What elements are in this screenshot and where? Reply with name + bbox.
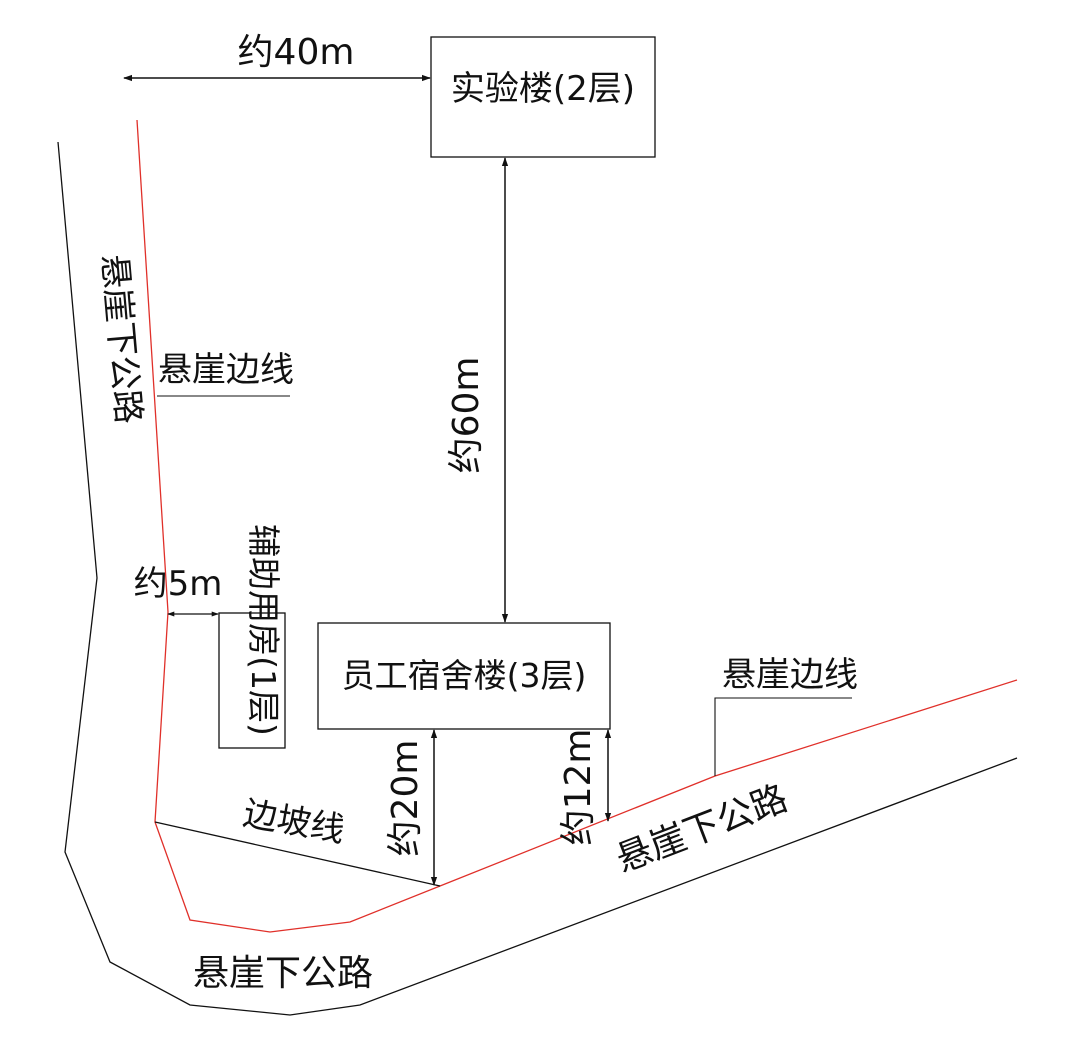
dist-aux-to-cliff-label: 约5m (134, 564, 223, 604)
aux-building-label: 辅助用房(1层) (244, 524, 283, 736)
road-left-label: 悬崖下公路 (94, 253, 149, 426)
dist-lab-to-cliff-label: 约40m (238, 32, 355, 73)
road-right-label: 悬崖下公路 (611, 778, 794, 881)
road-boundary-line (57, 141, 1018, 1016)
dorm-building (317, 622, 611, 730)
lab-building (430, 36, 656, 158)
lab-building-label: 实验楼(2层) (451, 69, 635, 109)
cliff-edge-right-leader (714, 697, 852, 776)
cliff-edge-line (136, 119, 1018, 933)
aux-building (218, 612, 286, 749)
dist-dorm-to-cliff-label: 约12m (558, 729, 599, 846)
cliff-edge-left-label: 悬崖边线 (158, 350, 294, 390)
slope-line (154, 821, 441, 887)
dist-lab-to-dorm-label: 约60m (446, 357, 487, 474)
dist-dorm-to-slope-label: 约20m (385, 740, 426, 857)
slope-line-label: 边坡线 (240, 794, 347, 851)
dorm-building-label: 员工宿舍楼(3层) (342, 656, 587, 695)
cliff-edge-right-label: 悬崖边线 (722, 655, 858, 695)
road-bottom-label: 悬崖下公路 (193, 953, 373, 994)
